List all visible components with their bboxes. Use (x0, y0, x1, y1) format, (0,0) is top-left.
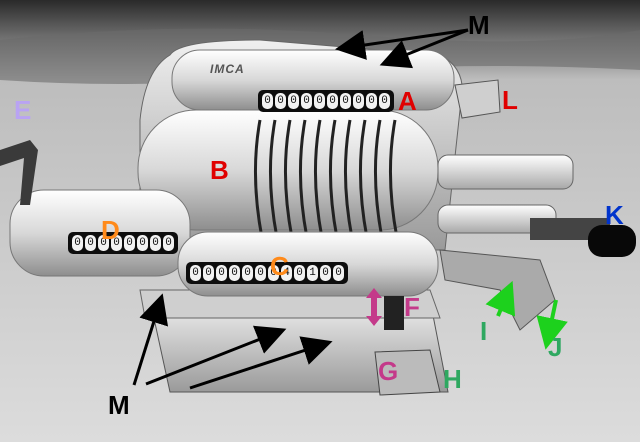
label-j: J (548, 332, 563, 362)
setting-levers (253, 119, 399, 239)
readout-digit: 0 (268, 265, 279, 281)
readout-digit: 0 (85, 235, 96, 251)
label-f: F (404, 292, 420, 322)
label-k: K (605, 200, 624, 230)
readout-digit: 0 (327, 93, 338, 109)
label-d: D (101, 215, 120, 245)
readout-digit: 0 (340, 93, 351, 109)
brand-logo-text: IMCA (210, 62, 245, 76)
label-a: A (398, 86, 417, 116)
readout-digit: 0 (150, 235, 161, 251)
label-m-bottom: M (108, 390, 130, 420)
readout-digit: 0 (124, 235, 135, 251)
readout-digit: 0 (216, 265, 227, 281)
readout-digit: 0 (255, 265, 266, 281)
crank-knob (588, 225, 636, 257)
readout-digit: 0 (294, 265, 305, 281)
arrows-m-top (335, 28, 469, 69)
label-b: B (210, 155, 229, 185)
readout-digit: 0 (163, 235, 174, 251)
upper-rod (437, 154, 574, 190)
readout-digit: 0 (320, 265, 331, 281)
readout-digit: 4 (281, 265, 292, 281)
readout-digit: 0 (314, 93, 325, 109)
readout-digit: 0 (301, 93, 312, 109)
readout-digit: 0 (353, 93, 364, 109)
readout-digit: 0 (111, 235, 122, 251)
readout-digit: 0 (379, 93, 390, 109)
readout-digit: 0 (242, 265, 253, 281)
label-h: H (443, 364, 462, 394)
lever-support (439, 249, 556, 331)
label-i: I (480, 316, 488, 346)
readout-digit: 0 (366, 93, 377, 109)
readout-digit: 0 (288, 93, 299, 109)
top-lever (454, 79, 501, 119)
label-e: E (14, 95, 32, 125)
readout-digit: 0 (190, 265, 201, 281)
f-switch (384, 296, 404, 330)
readout-digit: 0 (275, 93, 286, 109)
label-m-top: M (468, 10, 490, 40)
readout-digit: 1 (307, 265, 318, 281)
readout-digit: 0 (229, 265, 240, 281)
readout-digit: 0 (333, 265, 344, 281)
h-lever (374, 349, 441, 396)
readout-digit: 0 (98, 235, 109, 251)
label-g: G (378, 356, 399, 386)
arrows-i-j (485, 280, 568, 350)
label-l: L (502, 85, 518, 115)
arrow-f (366, 288, 382, 326)
readout-digit: 0 (262, 93, 273, 109)
arrows-m-bottom (132, 293, 333, 390)
readout-digit: 0 (137, 235, 148, 251)
readout-digit: 0 (72, 235, 83, 251)
readout-digit: 0 (203, 265, 214, 281)
left-crank (0, 140, 38, 205)
label-c: C (270, 251, 289, 281)
